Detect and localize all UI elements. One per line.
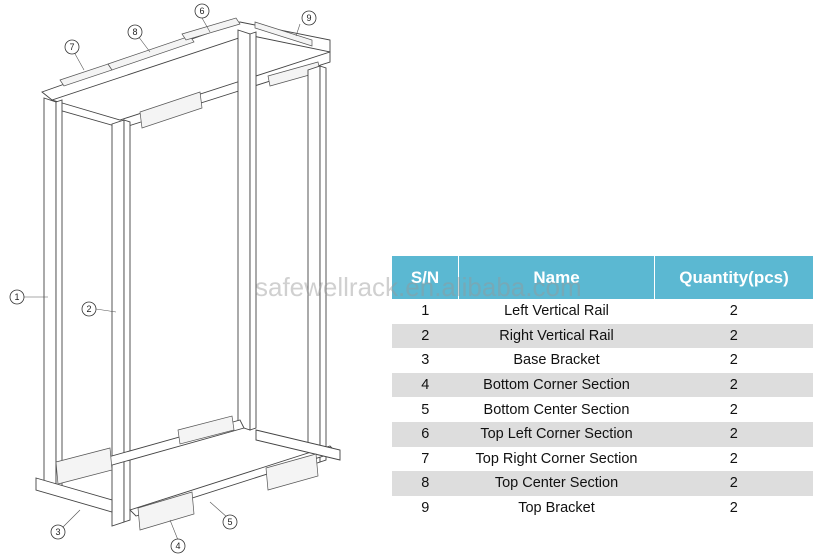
callout-5-label: 5 [227, 517, 232, 527]
cell-sn: 5 [392, 397, 459, 422]
table-header-row: S/N Name Quantity(pcs) [392, 256, 813, 299]
rack-exploded-diagram: 1 2 3 4 5 6 7 8 9 [9, 3, 341, 554]
callout-8: 8 [127, 24, 143, 40]
cell-qty: 2 [654, 323, 813, 349]
callout-4-label: 4 [175, 541, 180, 551]
cell-name: Bottom Center Section [458, 397, 655, 422]
callout-8-label: 8 [132, 27, 137, 37]
callout-1-label: 1 [14, 292, 19, 302]
cell-sn: 3 [392, 348, 459, 373]
cell-qty: 2 [654, 421, 813, 447]
cell-name: Top Center Section [458, 471, 655, 496]
cell-sn: 8 [392, 471, 459, 496]
cell-sn: 1 [392, 299, 459, 324]
callout-2-label: 2 [86, 304, 91, 314]
front-right-rail [307, 65, 327, 467]
cell-qty: 2 [654, 348, 813, 373]
callout-7: 7 [64, 39, 80, 55]
callout-7-label: 7 [69, 42, 74, 52]
callout-6: 6 [194, 3, 210, 19]
header-name: Name [458, 256, 655, 299]
cell-sn: 7 [392, 446, 459, 472]
callout-2: 2 [81, 301, 97, 317]
cell-name: Base Bracket [458, 348, 655, 373]
back-right-rail [237, 29, 257, 431]
cell-name: Bottom Corner Section [458, 372, 655, 398]
bottom-frame [35, 415, 341, 531]
cell-qty: 2 [654, 495, 813, 521]
cell-sn: 2 [392, 323, 459, 349]
cell-name: Top Left Corner Section [458, 421, 655, 447]
callout-5: 5 [222, 514, 238, 530]
leader-lines [24, 17, 301, 541]
callout-3-label: 3 [55, 527, 60, 537]
callout-9-label: 9 [306, 13, 311, 23]
cell-qty: 2 [654, 397, 813, 422]
right-vertical-rail [111, 119, 131, 527]
callout-6-label: 6 [199, 6, 204, 16]
cell-name: Left Vertical Rail [458, 299, 655, 324]
cell-qty: 2 [654, 471, 813, 496]
callout-9: 9 [301, 10, 317, 26]
top-frame [41, 17, 331, 129]
cell-name: Right Vertical Rail [458, 323, 655, 349]
cell-name: Top Bracket [458, 495, 655, 521]
header-quantity: Quantity(pcs) [654, 256, 813, 299]
callout-1: 1 [9, 289, 25, 305]
cell-qty: 2 [654, 446, 813, 472]
header-sn: S/N [392, 256, 459, 299]
cell-sn: 4 [392, 372, 459, 398]
cell-qty: 2 [654, 299, 813, 324]
callout-4: 4 [170, 538, 186, 554]
cell-sn: 9 [392, 495, 459, 521]
left-vertical-rail [43, 97, 63, 489]
cell-qty: 2 [654, 372, 813, 398]
cell-sn: 6 [392, 421, 459, 447]
cell-name: Top Right Corner Section [458, 446, 655, 472]
callout-3: 3 [50, 524, 66, 540]
